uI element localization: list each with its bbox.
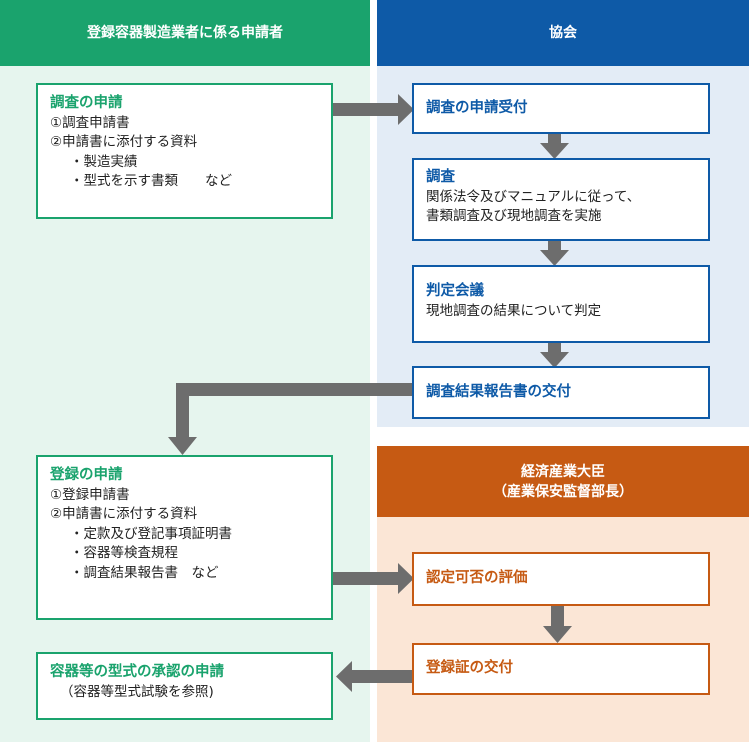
survey-report-title: 調査結果報告書の交付 (426, 383, 571, 400)
registration-certificate-box: 登録証の交付 (412, 643, 710, 695)
minister-header-line1: 経済産業大臣 (521, 463, 605, 480)
registration-application-title: 登録の申請 (50, 467, 123, 483)
approval-evaluation-box: 認定可否の評価 (412, 552, 710, 606)
registration-application-box: 登録の申請 ①登録申請書 ②申請書に添付する資料 ・定款及び登記事項証明書 ・容… (36, 455, 333, 620)
type-approval-application-box: 容器等の型式の承認の申請 （容器等型式試験を参照) (36, 652, 333, 720)
survey-receipt-box: 調査の申請受付 (412, 83, 710, 134)
arrow-report-to-registration (176, 383, 414, 396)
registration-application-item: ①登録申請書 (50, 486, 130, 503)
applicant-header: 登録容器製造業者に係る申請者 (0, 0, 370, 66)
survey-receipt-title: 調査の申請受付 (426, 99, 528, 116)
judgement-meeting-title: 判定会議 (426, 283, 484, 299)
survey-application-item: ②申請書に添付する資料 (50, 134, 198, 150)
survey-box: 調査 関係法令及びマニュアルに従って、 書類調査及び現地調査を実施 (412, 158, 710, 241)
registration-application-item: ②申請書に添付する資料 (50, 506, 198, 522)
survey-report-box: 調査結果報告書の交付 (412, 366, 710, 419)
judgement-meeting-line: 現地調査の結果について判定 (426, 302, 602, 319)
survey-application-item: ①調査申請書 (50, 114, 130, 131)
survey-application-box: 調査の申請 ①調査申請書 ②申請書に添付する資料 ・製造実績 ・型式を示す書類 … (36, 83, 333, 219)
survey-application-item: ・型式を示す書類 など (70, 173, 232, 189)
registration-application-item: ・容器等検査規程 (70, 545, 178, 561)
type-approval-application-sub: （容器等型式試験を参照) (60, 683, 214, 700)
arrow-evaluation-to-certificate (551, 606, 564, 628)
approval-evaluation-title: 認定可否の評価 (426, 570, 528, 587)
arrow-registration-to-evaluation (332, 572, 400, 585)
arrow-judgement-to-report (548, 342, 561, 354)
arrow-receipt-to-survey (548, 133, 561, 145)
arrow-survey-to-receipt (332, 103, 400, 116)
association-header: 協会 (377, 0, 749, 66)
judgement-meeting-box: 判定会議 現地調査の結果について判定 (412, 265, 710, 343)
survey-title: 調査 (426, 169, 455, 185)
minister-header-line2: （産業保安監督部長） (493, 483, 633, 500)
registration-certificate-title: 登録証の交付 (426, 660, 513, 677)
survey-application-title: 調査の申請 (50, 95, 123, 111)
survey-application-item: ・製造実績 (70, 153, 138, 170)
type-approval-application-title: 容器等の型式の承認の申請 (50, 664, 224, 680)
registration-application-item: ・調査結果報告書 など (70, 564, 219, 581)
minister-header: 経済産業大臣 （産業保安監督部長） (377, 446, 749, 517)
arrow-certificate-to-type-approval (350, 670, 414, 683)
registration-application-item: ・定款及び登記事項証明書 (70, 525, 232, 542)
survey-line: 書類調査及び現地調査を実施 (426, 208, 602, 224)
survey-line: 関係法令及びマニュアルに従って、 (426, 188, 641, 205)
arrow-survey-to-judgement (548, 240, 561, 252)
